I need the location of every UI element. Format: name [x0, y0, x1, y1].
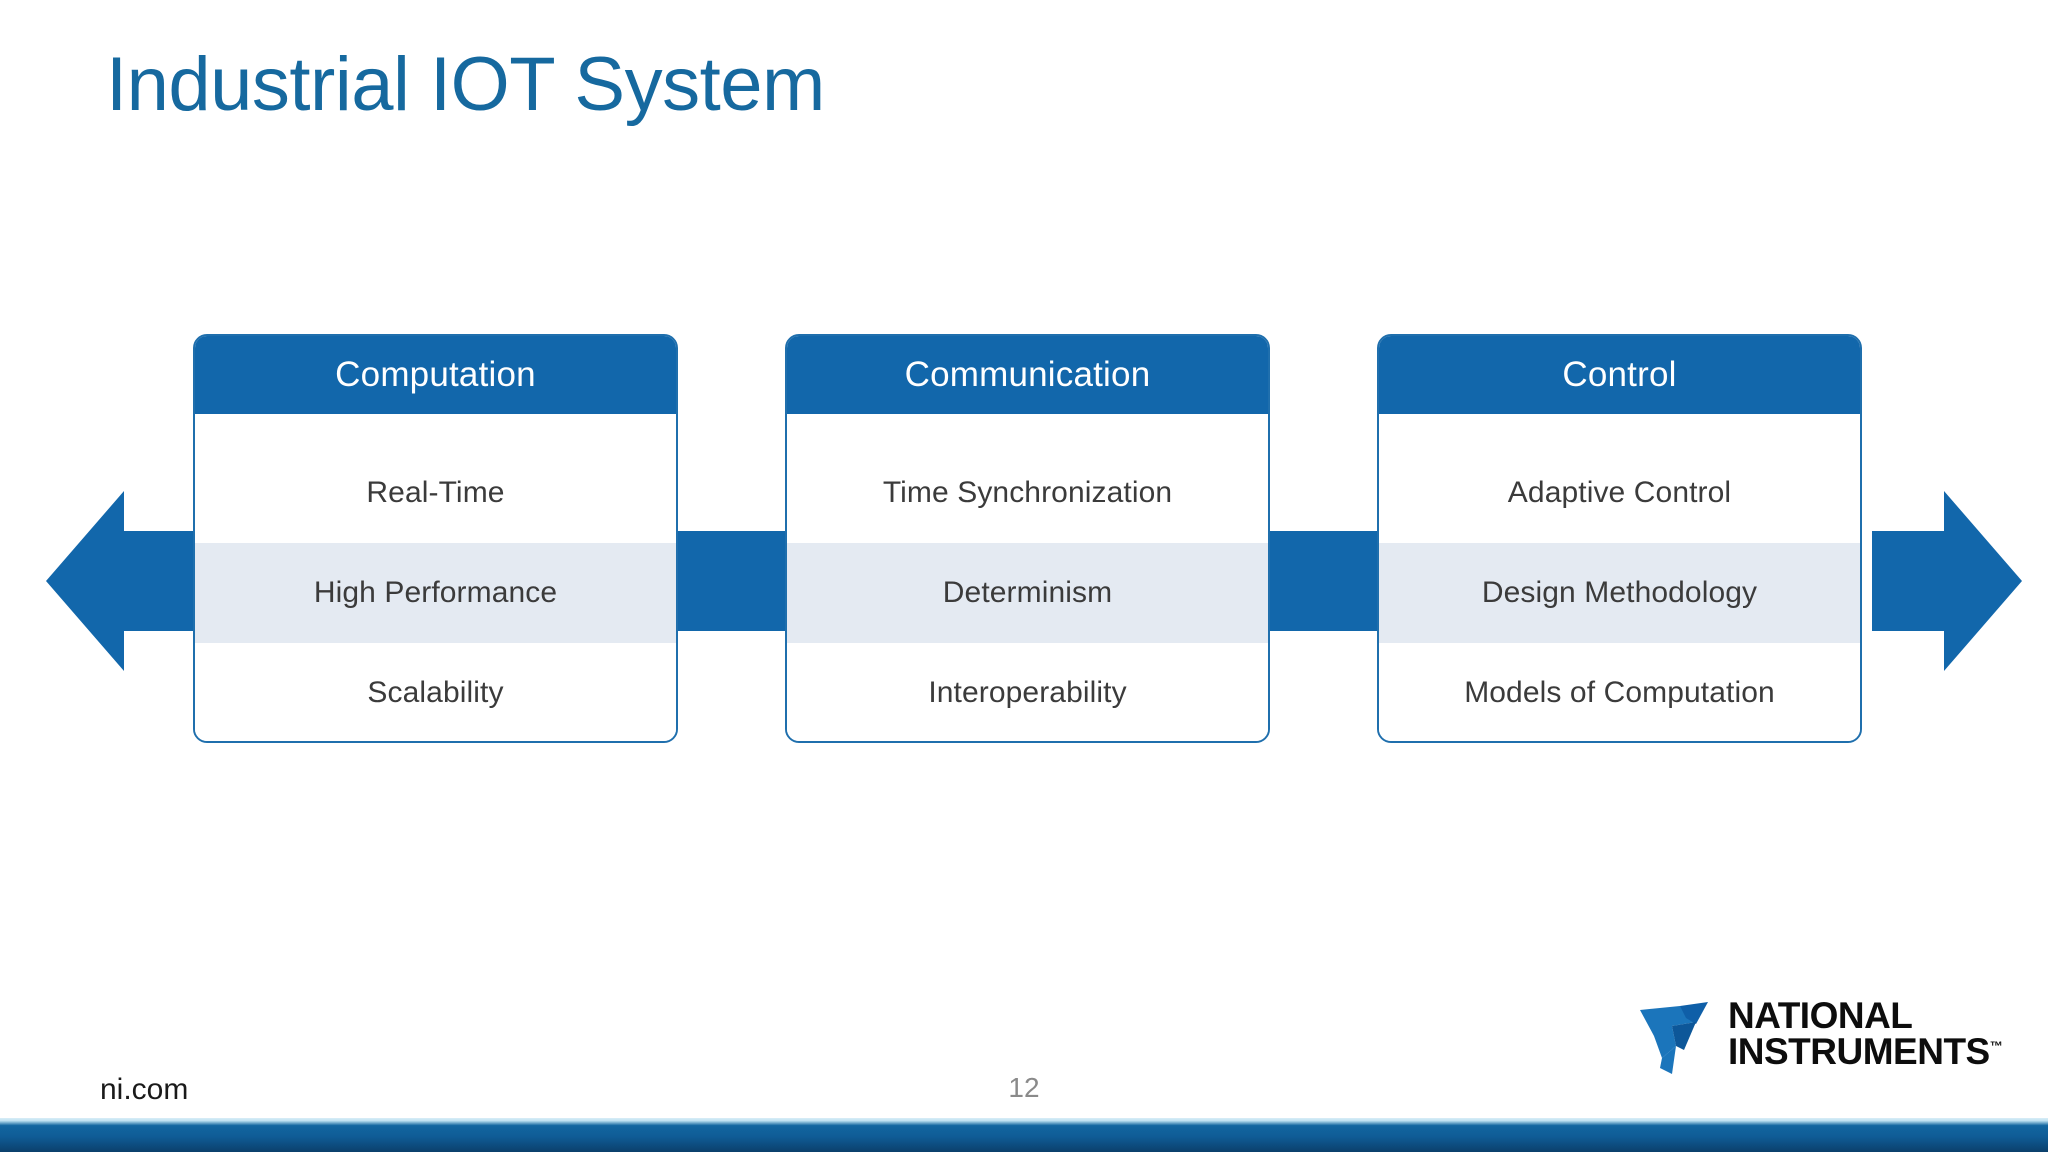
card-row: Real-Time [195, 443, 676, 543]
card-row: Determinism [787, 543, 1268, 643]
card-row: Adaptive Control [1379, 443, 1860, 543]
card-row: Design Methodology [1379, 543, 1860, 643]
ni-wordmark-line2: INSTRUMENTS [1728, 1030, 1990, 1072]
card-row: Models of Computation [1379, 643, 1860, 741]
connector-communication-control [1269, 531, 1378, 631]
ni-wordmark: NATIONAL INSTRUMENTS™ [1728, 995, 2003, 1072]
page-title: Industrial IOT System [106, 42, 825, 127]
card-row: High Performance [195, 543, 676, 643]
connector-computation-communication [677, 531, 786, 631]
card-control[interactable]: Control Adaptive Control Design Methodol… [1377, 334, 1862, 743]
footer-url: ni.com [100, 1073, 189, 1106]
card-header-computation: Computation [195, 336, 676, 414]
ni-eagle-icon [1636, 996, 1730, 1080]
page-number: 12 [1008, 1072, 1040, 1103]
card-row: Time Synchronization [787, 443, 1268, 543]
card-body-communication: Time Synchronization Determinism Interop… [787, 414, 1268, 741]
card-header-control: Control [1379, 336, 1860, 414]
national-instruments-logo: NATIONAL INSTRUMENTS™ [1636, 996, 2008, 1080]
card-header-communication: Communication [787, 336, 1268, 414]
trademark-symbol: ™ [1989, 1038, 2003, 1054]
card-body-computation: Real-Time High Performance Scalability [195, 414, 676, 741]
card-row: Interoperability [787, 643, 1268, 741]
card-communication[interactable]: Communication Time Synchronization Deter… [785, 334, 1270, 743]
card-row: Scalability [195, 643, 676, 741]
card-body-control: Adaptive Control Design Methodology Mode… [1379, 414, 1860, 741]
bottom-accent-bar [0, 1118, 2048, 1152]
ni-wordmark-line1: NATIONAL [1728, 995, 1913, 1036]
left-arrow-icon [46, 486, 196, 676]
card-computation[interactable]: Computation Real-Time High Performance S… [193, 334, 678, 743]
right-arrow-icon [1872, 486, 2022, 676]
